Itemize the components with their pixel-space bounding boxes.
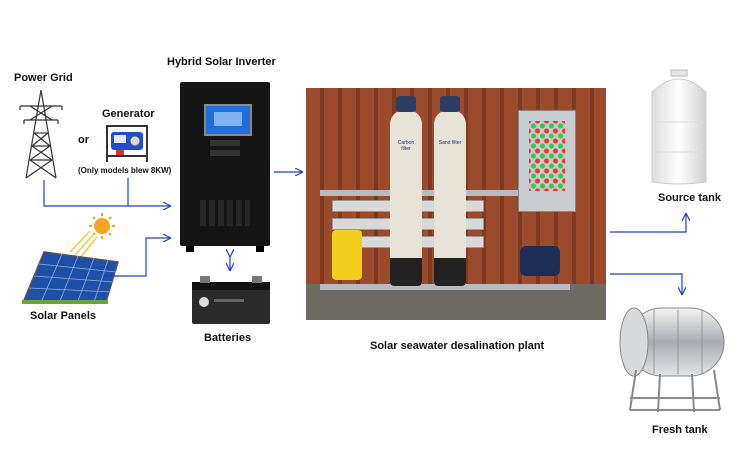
grid-to-inverter-arrow xyxy=(43,180,170,206)
sand-filter-label: Sand filter xyxy=(438,140,462,146)
fresh-tank-label: Fresh tank xyxy=(652,424,708,436)
generator-note: (Only models blew 8KW) xyxy=(78,166,172,175)
source-tank-label: Source tank xyxy=(658,192,721,204)
plant-to-fresh-arrow xyxy=(610,273,682,294)
sand-filter: Sand filter xyxy=(434,110,466,286)
or-label: or xyxy=(78,134,89,146)
power-grid-label: Power Grid xyxy=(14,72,73,84)
plant-label: Solar seawater desalination plant xyxy=(370,340,545,352)
plant-to-source-arrow xyxy=(610,214,686,233)
carbon-filter-label: Carbon filter xyxy=(397,140,415,152)
carbon-filter: Carbon filter xyxy=(390,110,422,286)
source-tank-icon xyxy=(651,69,707,185)
hybrid-inverter-unit xyxy=(180,82,270,246)
control-panel xyxy=(518,110,576,212)
solar-panels-label: Solar Panels xyxy=(30,310,97,322)
battery-icon xyxy=(192,276,270,324)
generator-icon xyxy=(106,125,148,162)
solar-panel-icon xyxy=(22,251,119,304)
inverter-label: Hybrid Solar Inverter xyxy=(167,56,276,68)
dosing-tank xyxy=(332,230,362,280)
generator-label: Generator xyxy=(102,108,155,120)
fresh-tank-icon xyxy=(619,307,725,413)
batteries-label: Batteries xyxy=(204,332,252,344)
solar-to-inverter-arrow xyxy=(104,238,170,277)
inverter-screen xyxy=(204,104,252,136)
power-tower-icon xyxy=(19,89,63,179)
sun-icon xyxy=(69,213,115,259)
desalination-plant-image: Carbon filter Sand filter xyxy=(306,88,606,320)
